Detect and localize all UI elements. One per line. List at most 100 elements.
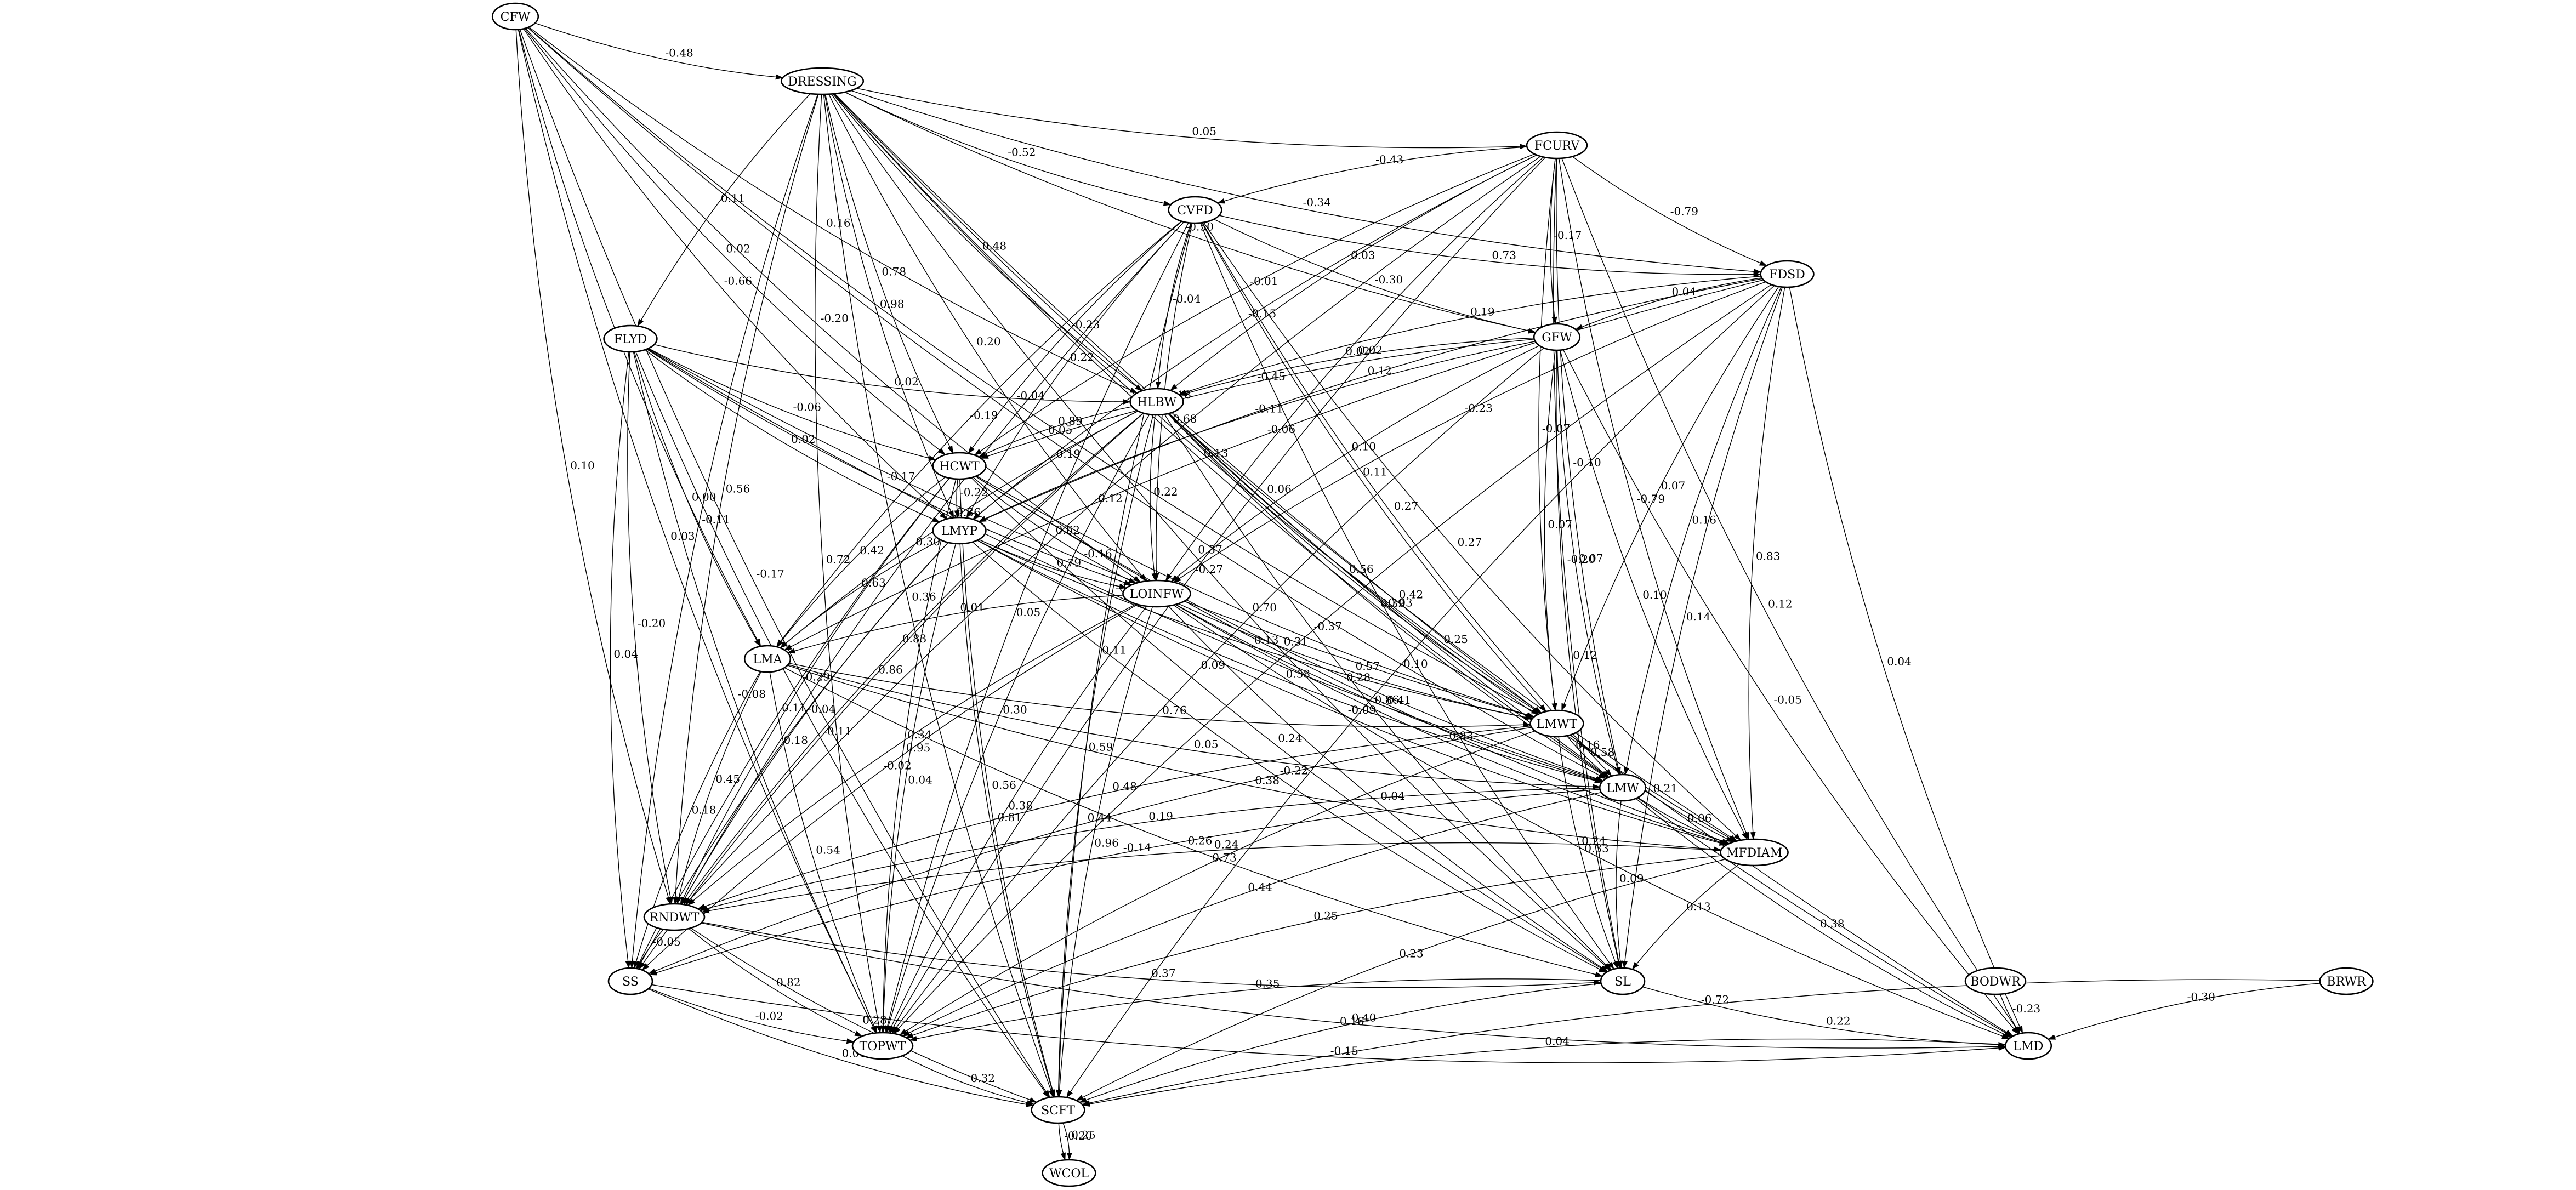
- edge-coefficient-label: -0.45: [1258, 369, 1286, 383]
- edge-coefficient-label: 0.10: [1642, 588, 1667, 601]
- edge-line: [519, 29, 1050, 1098]
- edge-line: [834, 93, 2014, 1037]
- edge-coefficient-label: -0.20: [821, 312, 849, 325]
- edge-dressing-to-lmwt: [833, 93, 1542, 714]
- edge-line: [1082, 979, 2320, 1106]
- edge-flyd-to-topwt: [633, 351, 877, 1034]
- edge-coefficient-label: 0.44: [1248, 881, 1272, 894]
- node-ellipse: [1122, 579, 1191, 608]
- edge-coefficient-label: -0.23: [2012, 1002, 2040, 1015]
- node-label: BRWR: [2327, 975, 2367, 989]
- edge-line: [788, 664, 1601, 790]
- edge-coefficient-label: 0.45: [715, 772, 740, 785]
- edge-fdsd-to-lma: [784, 280, 1764, 651]
- edge-coefficient-label: 0.05: [1192, 124, 1216, 138]
- edge-coefficient-label: -0.22: [960, 486, 988, 499]
- edge-coefficient-label: -0.30: [2187, 990, 2215, 1004]
- edge-coefficient-label: 0.18: [784, 733, 809, 747]
- edge-coefficient-label: 0.89: [1058, 414, 1083, 428]
- edge-coefficient-label: 0.11: [1102, 643, 1127, 656]
- edge-coefficient-label: -0.04: [1017, 389, 1045, 402]
- edge-mfdiam-to-topwt: [905, 855, 1722, 1038]
- edge-flyd-to-lma: [634, 351, 761, 647]
- edge-coefficient-label: -0.04: [808, 703, 835, 716]
- edge-coefficient-label: -0.37: [1314, 620, 1342, 633]
- edge-line: [1217, 146, 1527, 204]
- edge-fcurv-to-fdsd: [1572, 156, 1767, 266]
- edge-coefficient-label: -0.20: [638, 617, 666, 630]
- node-ellipse: [1720, 838, 1789, 867]
- edge-coefficient-label: 0.16: [1692, 513, 1716, 526]
- node-wcol: WCOL: [1042, 1159, 1096, 1187]
- edge-coefficient-label: 0.02: [894, 375, 919, 388]
- edge-dressing-to-hcwt: [824, 94, 954, 454]
- edge-line: [1538, 158, 1557, 711]
- edge-line: [648, 988, 1034, 1107]
- edge-coefficient-label: -0.05: [653, 935, 681, 948]
- edge-line: [966, 221, 1185, 519]
- edge-lma-to-rndwt: [676, 671, 762, 905]
- edge-gfw-to-loinfw: [1170, 345, 1540, 582]
- node-label: LMD: [2014, 1040, 2044, 1054]
- edge-coefficient-label: 0.33: [1584, 842, 1609, 855]
- edge-coefficient-label: 0.07: [1579, 552, 1603, 565]
- edge-coefficient-label: 0.59: [1089, 741, 1113, 754]
- edge-lma-to-sl: [784, 667, 1603, 977]
- edge-line: [1062, 1123, 1072, 1160]
- node-lmd: LMD: [2004, 1032, 2052, 1060]
- node-label: BODWR: [1970, 975, 2021, 989]
- edge-coefficient-label: 0.19: [1148, 810, 1173, 823]
- edge-line: [1544, 350, 1557, 711]
- edge-gfw-to-lmd: [1562, 349, 2019, 1035]
- edge-lmw-to-ss: [649, 789, 1600, 976]
- edge-loinfw-to-lma: [787, 595, 1123, 654]
- edge-line: [1082, 1038, 2006, 1107]
- edge-line: [980, 339, 1534, 459]
- edge-coefficient-label: -0.09: [1348, 703, 1376, 716]
- node-label: HCWT: [939, 460, 980, 474]
- edge-fdsd-to-lmd: [1789, 287, 2023, 1034]
- edge-coefficient-label: -0.15: [1248, 307, 1276, 320]
- edge-line: [780, 539, 941, 648]
- edge-coefficient-label: -0.27: [1195, 562, 1223, 576]
- edge-coefficient-label: 0.11: [1363, 465, 1387, 479]
- edge-coefficient-label: 0.82: [776, 976, 801, 989]
- edge-cvfd-to-lma: [776, 221, 1182, 647]
- edge-line: [823, 94, 1054, 1098]
- edge-coefficient-label: 0.05: [1194, 738, 1219, 751]
- edge-loinfw-to-rndwt: [687, 603, 1136, 906]
- edge-coefficient-label: 0.04: [1672, 285, 1697, 298]
- edge-flyd-to-ss: [610, 351, 631, 969]
- node-loinfw: LOINFW: [1122, 579, 1191, 608]
- edge-scft-to-wcol: [1062, 1123, 1072, 1160]
- edge-dressing-to-mfdiam: [834, 93, 1737, 842]
- edge-topwt-to-scft: [902, 1055, 1035, 1106]
- node-label: SCFT: [1041, 1104, 1075, 1118]
- edge-coefficient-label: 0.04: [908, 773, 932, 787]
- edge-coefficient-label: -0.14: [1123, 841, 1151, 854]
- edge-coefficient-label: 0.24: [1214, 838, 1239, 851]
- edge-hcwt-to-ss: [636, 477, 950, 969]
- edge-hlbw-to-hcwt: [978, 406, 1133, 458]
- edge-coefficient-label: 0.28: [1346, 671, 1371, 684]
- edge-dressing-to-lmd: [834, 93, 2014, 1037]
- node-ellipse: [1526, 131, 1588, 160]
- edge-coefficient-label: 0.05: [1048, 423, 1073, 436]
- node-label: HLBW: [1137, 396, 1177, 409]
- edge-coefficient-label: -0.01: [1250, 275, 1278, 288]
- edge-line: [1562, 349, 2019, 1035]
- edge-line: [527, 27, 1607, 779]
- node-label: WCOL: [1049, 1167, 1089, 1181]
- edge-coefficient-label: 0.25: [1071, 1128, 1096, 1141]
- edge-coefficient-label: 0.86: [878, 663, 903, 676]
- edge-line: [688, 928, 863, 1037]
- edge-coefficient-label: 0.27: [1458, 536, 1482, 549]
- edge-coefficient-label: -0.34: [1303, 196, 1331, 209]
- edge-hcwt-to-sl: [971, 477, 1608, 972]
- edge-coefficient-label: -0.02: [755, 1009, 783, 1022]
- edge-hcwt-to-lmwt: [976, 475, 1535, 718]
- edge-coefficient-label: -0.02: [883, 759, 911, 772]
- edge-coefficient-label: 0.02: [726, 242, 750, 255]
- edge-line: [909, 978, 1601, 1041]
